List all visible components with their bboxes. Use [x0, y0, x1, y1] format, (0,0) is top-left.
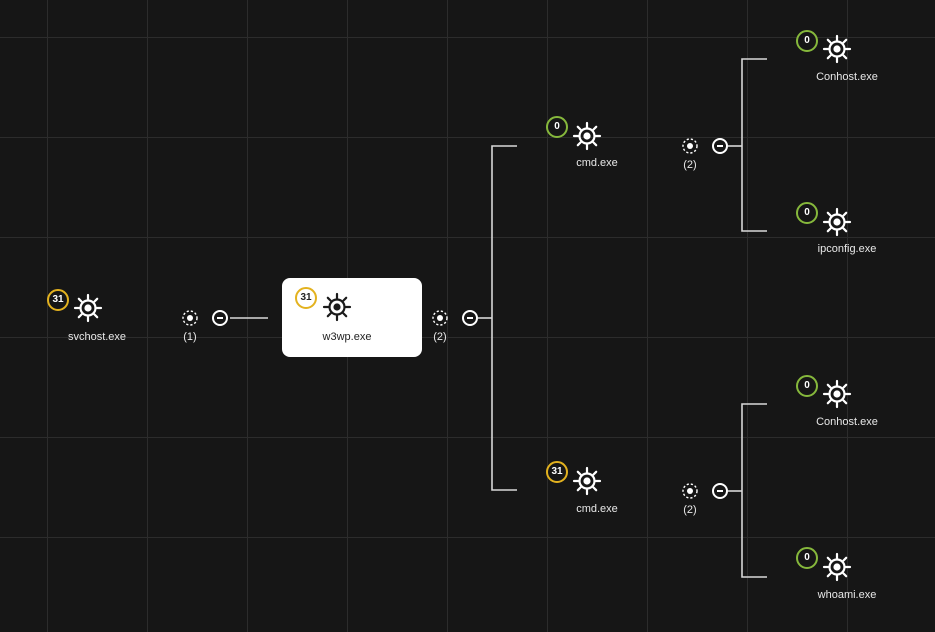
conhost-bottom-label: Conhost.exe: [816, 416, 878, 428]
conhost-top-count-badge: 0: [796, 30, 818, 52]
expand-children-icon[interactable]: [181, 309, 199, 327]
children-count: (2): [683, 159, 697, 171]
process-gear-icon[interactable]: [322, 292, 352, 322]
cmd-bottom-count-badge: 31: [546, 461, 568, 483]
expand-children-icon[interactable]: [681, 137, 699, 155]
expand-children-icon[interactable]: [431, 309, 449, 327]
process-gear-icon[interactable]: [73, 293, 103, 323]
process-gear-icon[interactable]: [572, 121, 602, 151]
children-count: (2): [433, 331, 447, 343]
w3wp-count-badge: 31: [295, 287, 317, 309]
process-gear-icon[interactable]: [822, 207, 852, 237]
connector-cmd-top-branch: [741, 58, 767, 232]
process-gear-icon[interactable]: [822, 379, 852, 409]
conhost-top-label: Conhost.exe: [816, 71, 878, 83]
children-count: (1): [183, 331, 197, 343]
collapse-minus-icon[interactable]: [712, 138, 728, 154]
cmd-top-count-badge: 0: [546, 116, 568, 138]
collapse-minus-icon[interactable]: [212, 310, 228, 326]
svchost-count-badge: 31: [47, 289, 69, 311]
cmd-bottom-label: cmd.exe: [576, 503, 618, 515]
cmd-top-label: cmd.exe: [576, 157, 618, 169]
children-count: (2): [683, 504, 697, 516]
svchost-label: svchost.exe: [67, 331, 127, 343]
whoami-count-badge: 0: [796, 547, 818, 569]
ipconfig-count-badge: 0: [796, 202, 818, 224]
collapse-minus-icon[interactable]: [712, 483, 728, 499]
process-gear-icon[interactable]: [572, 466, 602, 496]
collapse-minus-icon[interactable]: [462, 310, 478, 326]
whoami-label: whoami.exe: [817, 589, 877, 601]
ipconfig-label: ipconfig.exe: [817, 243, 877, 255]
process-gear-icon[interactable]: [822, 552, 852, 582]
selected-node-card[interactable]: 31 w3wp.exe: [282, 278, 422, 357]
process-gear-icon[interactable]: [822, 34, 852, 64]
expand-children-icon[interactable]: [681, 482, 699, 500]
w3wp-label: w3wp.exe: [322, 331, 372, 343]
conhost-bottom-count-badge: 0: [796, 375, 818, 397]
connector-cmd-bottom-branch: [741, 403, 767, 578]
connector-w3wp-cmd-branch: [491, 145, 517, 491]
